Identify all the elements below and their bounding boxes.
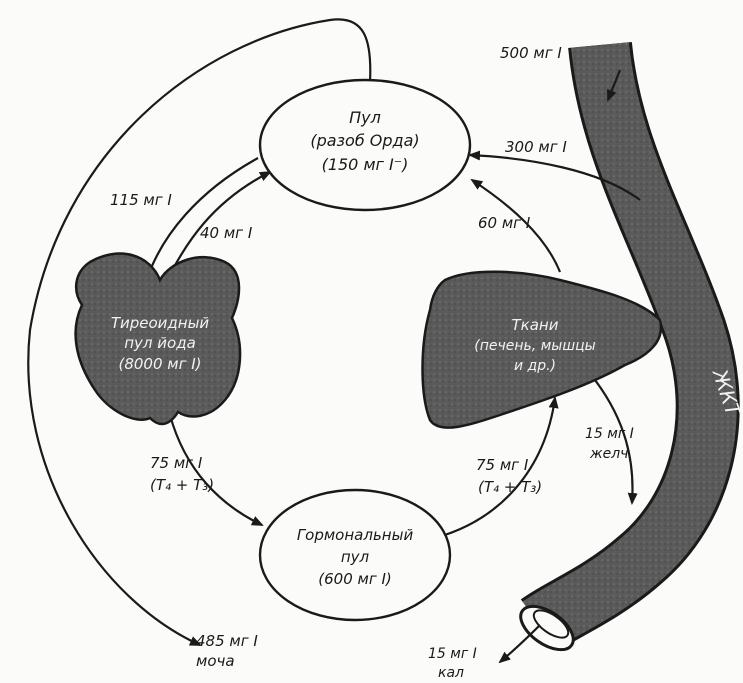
hormonal-pool-line-3: (600 мг I) [318, 570, 392, 588]
hormonal-to-tissues-label-1: 75 мг I [476, 456, 529, 474]
urine-label-2: моча [196, 652, 235, 670]
thyroid-to-hormonal-label-1: 75 мг I [150, 454, 203, 472]
tissues-line-2: (печень, мышцы [474, 338, 595, 354]
plasma-pool-line-2: (разоб Орда) [310, 131, 419, 150]
hormonal-pool-line-1: Гормональный [297, 526, 414, 544]
tissues-line-3: и др.) [514, 358, 556, 374]
thyroid-to-hormonal-label-2: (T₄ + T₃) [150, 476, 214, 494]
feces-arrow [500, 625, 540, 662]
tissues-to-pool-label: 60 мг I [478, 214, 531, 232]
tissues-to-bile-label-1: 15 мг I [585, 426, 634, 442]
tissues-line-1: Ткани [512, 316, 559, 334]
thyroid-line-3: (8000 мг I) [118, 355, 201, 373]
plasma-pool-node: Пул (разоб Орда) (150 мг I⁻) [260, 80, 470, 210]
thyroid-organ: Тиреоидный пул йода (8000 мг I) [76, 254, 241, 424]
tissues-to-bile-label-2: желч [589, 446, 628, 462]
intestine-to-pool-label: 300 мг I [505, 138, 567, 156]
feces-label-1: 15 мг I [428, 646, 477, 662]
plasma-pool-line-1: Пул [349, 108, 381, 127]
thyroid-to-pool-label: 40 мг I [200, 224, 253, 242]
intake-label: 500 мг I [500, 44, 562, 62]
hormonal-pool-node: Гормональный пул (600 мг I) [260, 490, 450, 620]
thyroid-line-1: Тиреоидный [111, 314, 210, 332]
feces-label-2: кал [438, 665, 464, 681]
plasma-pool-line-3: (150 мг I⁻) [322, 155, 409, 174]
pool-to-thyroid-label: 115 мг I [110, 191, 172, 209]
urine-label-1: 485 мг I [196, 632, 258, 650]
thyroid-line-2: пул йода [124, 334, 196, 352]
hormonal-to-tissues-label-2: (T₄ + T₃) [478, 478, 542, 496]
hormonal-pool-line-2: пул [341, 548, 370, 566]
tissues-organ: Ткани (печень, мышцы и др.) [423, 272, 661, 428]
